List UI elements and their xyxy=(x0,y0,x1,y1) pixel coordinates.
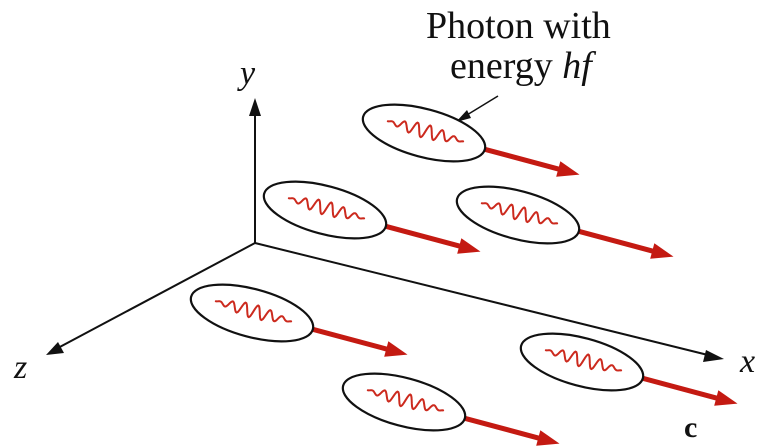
velocity-arrowhead xyxy=(714,390,738,406)
velocity-label: c xyxy=(684,411,697,444)
z-axis-line xyxy=(55,242,256,350)
velocity-arrowhead xyxy=(384,341,408,357)
wave-icon xyxy=(366,389,445,412)
z-axis-arrowhead xyxy=(46,342,64,355)
velocity-arrowhead xyxy=(556,161,580,177)
velocity-arrow-shaft xyxy=(383,223,466,250)
velocity-arrowhead xyxy=(457,238,481,254)
photon-label-line1: Photon with xyxy=(426,5,611,47)
photon-label-energy-word: energy xyxy=(450,45,562,87)
photons-group xyxy=(189,103,738,446)
velocity-arrowhead xyxy=(650,243,674,259)
wave-icon xyxy=(480,202,559,225)
photon-4 xyxy=(189,283,408,357)
velocity-arrow-shaft xyxy=(462,415,545,442)
photon-1 xyxy=(361,103,580,177)
x-axis-line xyxy=(254,242,713,357)
photon-6 xyxy=(341,372,560,446)
photon-3 xyxy=(455,185,674,259)
wave-icon xyxy=(386,120,465,143)
axes xyxy=(46,98,724,362)
wave-icon xyxy=(544,349,623,372)
x-axis-arrowhead xyxy=(703,350,724,362)
photon-label-hf: hf xyxy=(562,45,596,87)
wave-icon xyxy=(214,300,293,323)
velocity-arrow-shaft xyxy=(310,326,393,353)
velocity-arrow-shaft xyxy=(482,146,565,173)
velocity-arrow-shaft xyxy=(576,228,659,255)
y-axis-label: y xyxy=(237,55,256,92)
x-axis-label: x xyxy=(739,343,755,380)
z-axis-label: z xyxy=(13,349,27,386)
pointer-arrowhead xyxy=(456,110,471,122)
photon-label-line2: energy hf xyxy=(450,45,596,87)
y-axis-arrowhead xyxy=(249,98,261,116)
photon-5 xyxy=(519,332,738,406)
wave-icon xyxy=(287,197,366,220)
label-pointer-arrow xyxy=(456,95,499,122)
velocity-arrowhead xyxy=(536,430,560,446)
photon-2 xyxy=(262,180,481,254)
velocity-arrow-shaft xyxy=(640,375,723,402)
